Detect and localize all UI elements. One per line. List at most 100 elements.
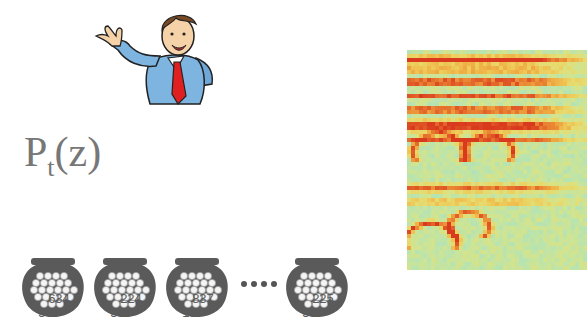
spectrogram-cell (543, 62, 547, 66)
spectrogram-cell (555, 186, 559, 190)
spectrogram-cell (415, 122, 419, 126)
spectrogram-cell (471, 166, 475, 170)
spectrogram-cell (483, 54, 487, 58)
spectrogram-cell (439, 94, 443, 98)
spectrogram-cell (563, 182, 567, 186)
spectrogram-cell (459, 226, 463, 230)
spectrogram-cell (543, 158, 547, 162)
spectrogram-cell (515, 146, 519, 150)
spectrogram-cell (515, 122, 519, 126)
spectrogram-cell (547, 82, 551, 86)
spectrogram-cell (475, 66, 479, 70)
spectrogram-cell (567, 66, 571, 70)
spectrogram-cell (407, 118, 411, 122)
spectrogram-cell (531, 150, 535, 154)
spectrogram-cell (583, 162, 587, 166)
spectrogram-cell (423, 218, 427, 222)
spectrogram-cell (407, 198, 411, 202)
spectrogram-cell (431, 126, 435, 130)
spectrogram-cell (467, 50, 471, 54)
spectrogram-cell (547, 174, 551, 178)
spectrogram-cell (483, 94, 487, 98)
spectrogram-cell (479, 58, 483, 62)
spectrogram-cell (415, 114, 419, 118)
spectrogram-cell (559, 62, 563, 66)
spectrogram-cell (427, 158, 431, 162)
spectrogram-cell (571, 214, 575, 218)
spectrogram-cell (471, 118, 475, 122)
spectrogram-cell (431, 70, 435, 74)
spectrogram-cell (571, 50, 575, 54)
spectrogram-cell (423, 154, 427, 158)
spectrogram-cell (427, 130, 431, 134)
spectrogram-cell (555, 98, 559, 102)
spectrogram-cell (499, 138, 503, 142)
spectrogram-cell (427, 202, 431, 206)
spectrogram-cell (467, 98, 471, 102)
spectrogram-cell (419, 106, 423, 110)
spectrogram-cell (459, 118, 463, 122)
spectrogram-cell (471, 82, 475, 86)
spectrogram-cell (459, 66, 463, 70)
spectrogram-cell (407, 74, 411, 78)
spectrogram-cell (407, 58, 411, 62)
spectrogram-cell (563, 62, 567, 66)
spectrogram-cell (407, 150, 411, 154)
spectrogram-cell (515, 134, 519, 138)
spectrogram-cell (483, 166, 487, 170)
spectrogram-cell (411, 142, 415, 146)
spectrogram-cell (499, 186, 503, 190)
spectrogram-cell (479, 118, 483, 122)
spectrogram-cell (543, 190, 547, 194)
spectrogram-cell (555, 182, 559, 186)
spectrogram-cell (451, 194, 455, 198)
spectrogram-cell (559, 50, 563, 54)
spectrogram-cell (459, 206, 463, 210)
spectrogram-cell (455, 70, 459, 74)
spectrogram-cell (563, 162, 567, 166)
spectrogram-cell (567, 222, 571, 226)
spectrogram-cell (475, 54, 479, 58)
spectrogram-cell (523, 158, 527, 162)
spectrogram-cell (547, 98, 551, 102)
spectrogram-cell (435, 146, 439, 150)
spectrogram-cell (427, 210, 431, 214)
spectrogram-cell (443, 82, 447, 86)
spectrogram-cell (443, 162, 447, 166)
spectrogram-cell (459, 178, 463, 182)
spectrogram-cell (411, 138, 415, 142)
spectrogram-cell (579, 142, 583, 146)
spectrogram-cell (499, 74, 503, 78)
spectrogram-cell (535, 66, 539, 70)
spectrogram-cell (583, 122, 587, 126)
spectrogram-cell (427, 194, 431, 198)
spectrogram-cell (495, 50, 499, 54)
spectrogram-cell (419, 62, 423, 66)
spectrogram-cell (483, 106, 487, 110)
spectrogram-cell (435, 210, 439, 214)
spectrogram-cell (419, 122, 423, 126)
spectrogram-cell (439, 74, 443, 78)
spectrogram-cell (463, 110, 467, 114)
spectrogram-cell (519, 74, 523, 78)
spectrogram-cell (443, 106, 447, 110)
spectrogram-cell (499, 70, 503, 74)
spectrogram-cell (535, 58, 539, 62)
spectrogram-cell (539, 70, 543, 74)
spectrogram-cell (431, 82, 435, 86)
spectrogram-cell (511, 110, 515, 114)
spectrogram-cell (583, 98, 587, 102)
spectrogram-cell (519, 134, 523, 138)
spectrogram-cell (543, 214, 547, 218)
spectrogram-cell (487, 222, 491, 226)
spectrogram-cell (471, 126, 475, 130)
spectrogram-cell (451, 170, 455, 174)
spectrogram-cell (495, 170, 499, 174)
spectrogram-cell (443, 50, 447, 54)
spectrogram-cell (439, 90, 443, 94)
spectrogram-cell (475, 150, 479, 154)
spectrogram-cell (419, 154, 423, 158)
spectrogram-cell (451, 86, 455, 90)
spectrogram-cell (563, 134, 567, 138)
spectrogram-cell (423, 58, 427, 62)
